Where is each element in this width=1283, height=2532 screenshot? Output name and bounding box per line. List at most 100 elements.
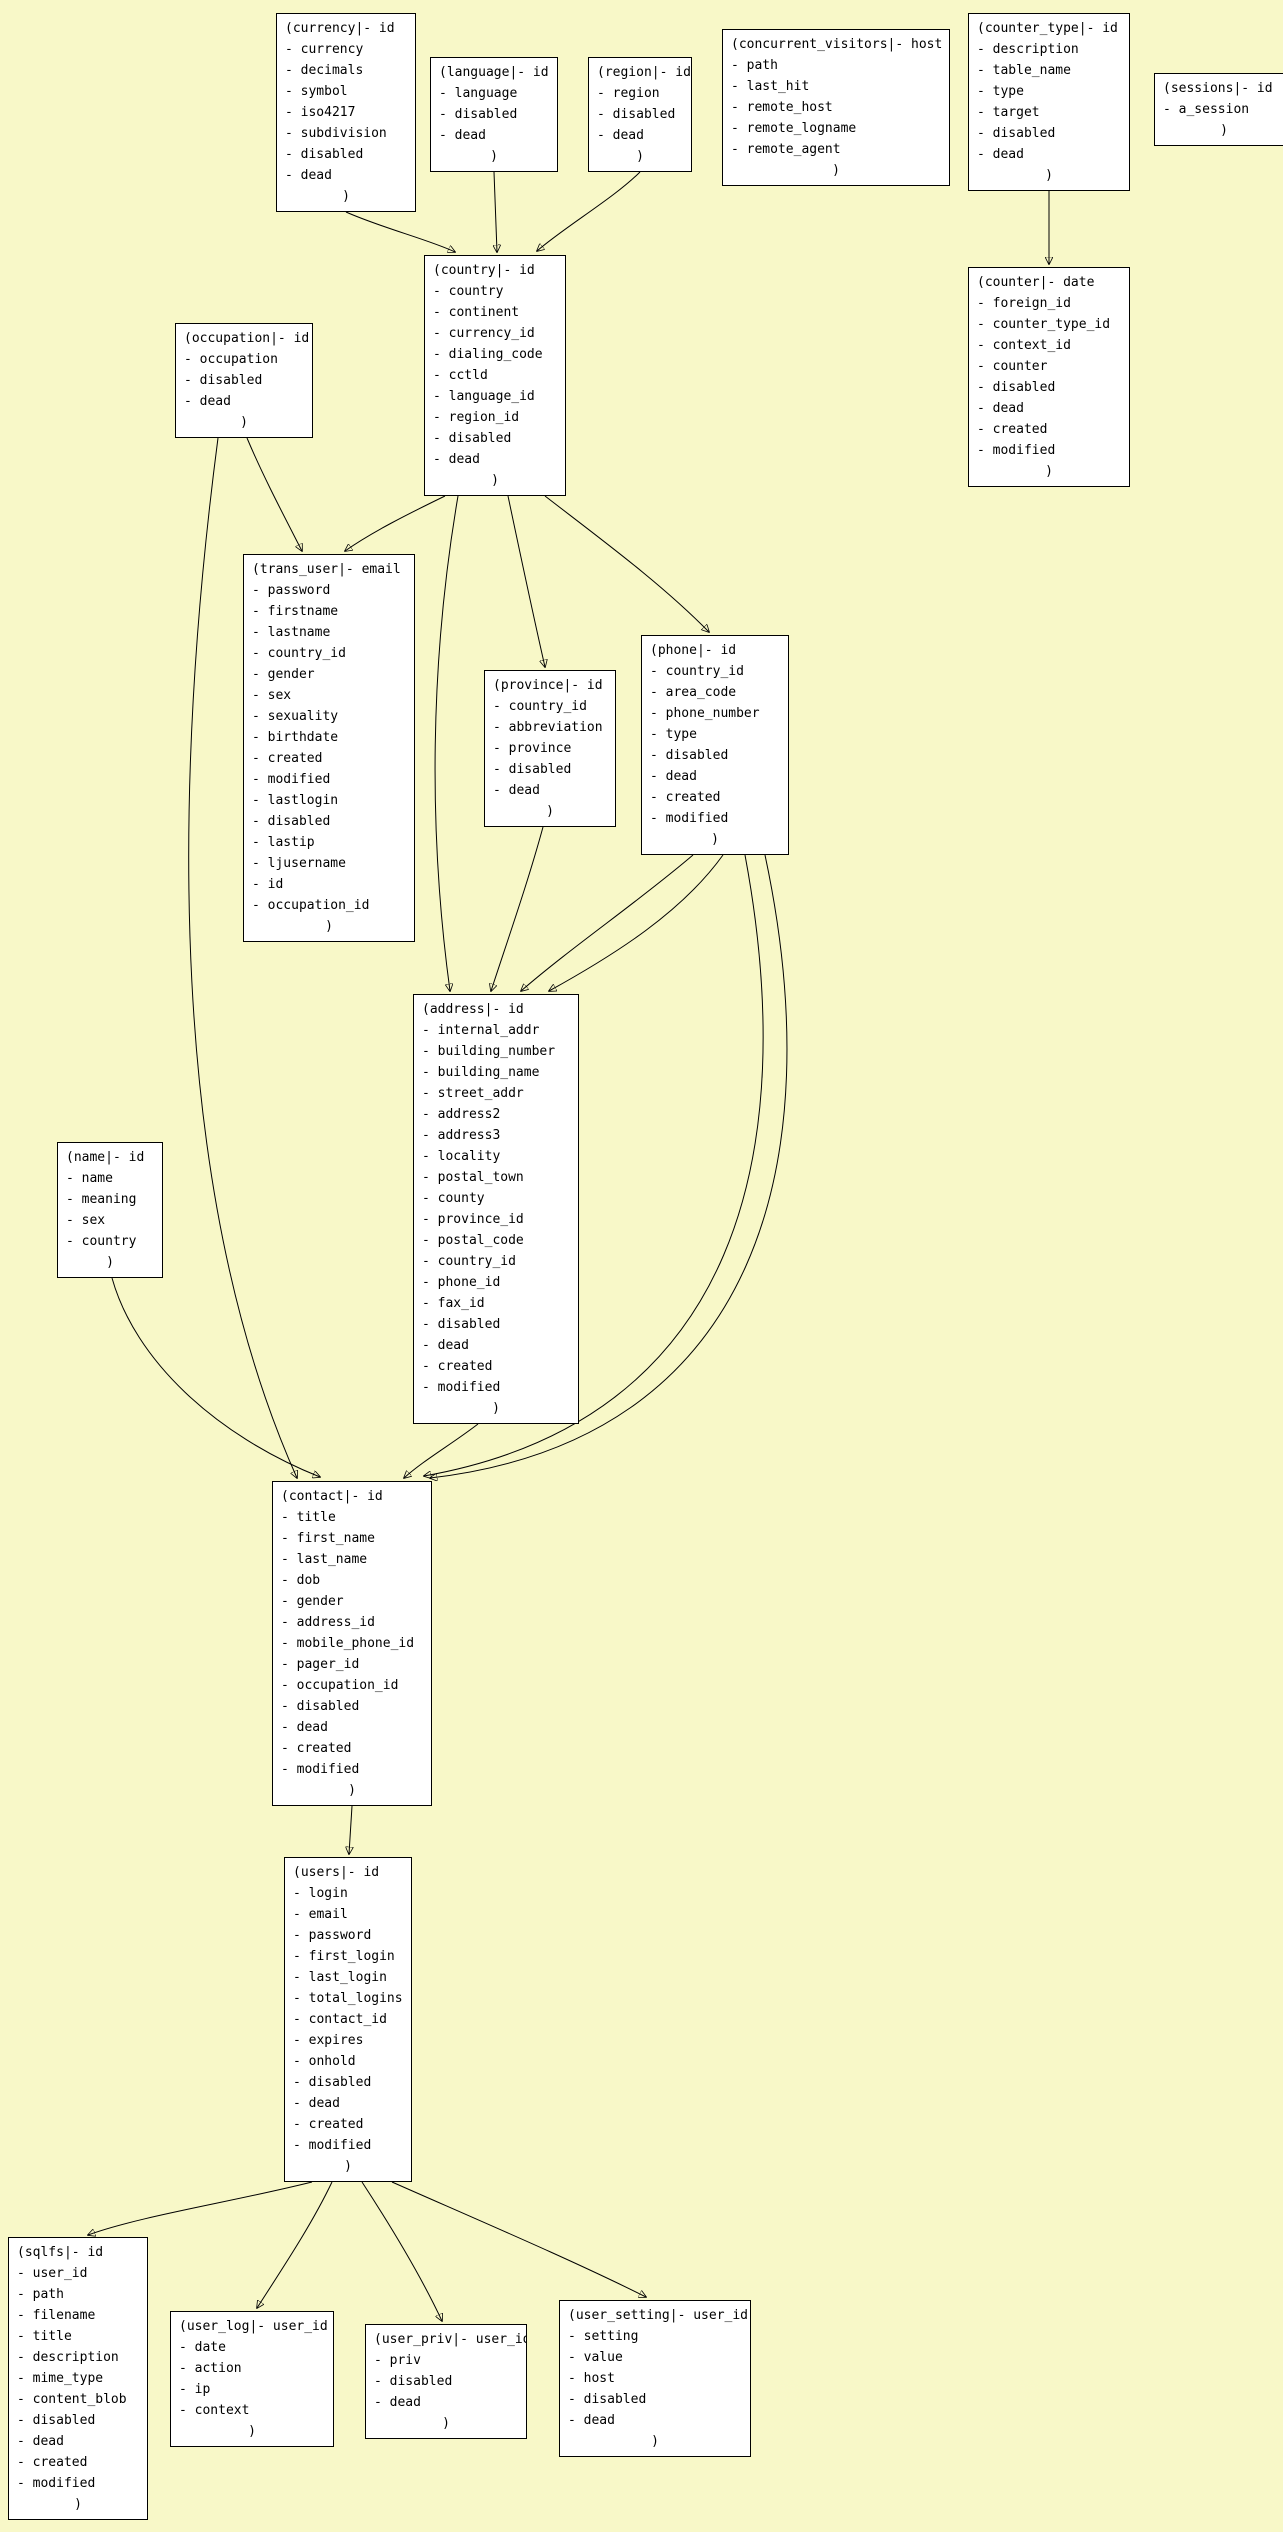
table-header: (counter|- date <box>977 275 1095 290</box>
table-user-priv: (user_priv|- user_id- priv- disabled- de… <box>365 2324 527 2439</box>
field-continent: - continent <box>433 305 520 320</box>
table-sessions: (sessions|- id- a_session) <box>1154 73 1283 146</box>
field-county: - county <box>422 1191 485 1206</box>
table-footer: ) <box>711 832 719 847</box>
edge-users-to-user_log <box>257 2181 333 2308</box>
field-birthdate: - birthdate <box>252 730 339 745</box>
table-footer: ) <box>636 149 644 164</box>
field-id: - id <box>252 877 284 892</box>
field-title: - title <box>17 2329 72 2344</box>
field-value: - value <box>568 2350 623 2365</box>
field-province_id: - province_id <box>422 1212 524 1227</box>
field-dead: - dead <box>281 1720 328 1735</box>
field-disabled: - disabled <box>977 126 1056 141</box>
field-lastip: - lastip <box>252 835 315 850</box>
field-phone_id: - phone_id <box>422 1275 501 1290</box>
field-language_id: - language_id <box>433 389 535 404</box>
field-dialing_code: - dialing_code <box>433 347 543 362</box>
table-name: (name|- id- name- meaning- sex- country) <box>57 1142 163 1278</box>
field-last_hit: - last_hit <box>731 79 810 94</box>
field-address3: - address3 <box>422 1128 501 1143</box>
field-remote_host: - remote_host <box>731 100 833 115</box>
table-footer: ) <box>546 804 554 819</box>
field-locality: - locality <box>422 1149 501 1164</box>
field-disabled: - disabled <box>184 373 263 388</box>
table-header: (phone|- id <box>650 643 737 658</box>
field-type: - type <box>977 84 1024 99</box>
field-dead: - dead <box>439 128 486 143</box>
field-last_login: - last_login <box>293 1970 387 1985</box>
field-context_id: - context_id <box>977 338 1071 353</box>
field-mobile_phone_id: - mobile_phone_id <box>281 1636 415 1651</box>
field-path: - path <box>17 2287 64 2302</box>
field-decimals: - decimals <box>285 63 364 78</box>
table-header: (users|- id <box>293 1865 380 1880</box>
table-user-setting: (user_setting|- user_id- setting- value-… <box>559 2300 751 2457</box>
table-footer: ) <box>248 2424 256 2439</box>
edge-contact-to-users <box>349 1805 352 1854</box>
field-modified: - modified <box>293 2138 372 2153</box>
table-footer: ) <box>1045 168 1053 183</box>
edge-country-to-province <box>507 495 545 667</box>
field-first_login: - first_login <box>293 1949 395 1964</box>
table-header: (address|- id <box>422 1002 524 1017</box>
edge-users-to-user_setting <box>391 2181 646 2297</box>
table-header: (country|- id <box>433 263 535 278</box>
field-type: - type <box>650 727 697 742</box>
field-country_id: - country_id <box>252 646 346 661</box>
field-contact_id: - contact_id <box>293 2012 387 2027</box>
field-building_number: - building_number <box>422 1044 556 1059</box>
table-footer: ) <box>492 1401 500 1416</box>
field-disabled: - disabled <box>17 2413 96 2428</box>
field-dead: - dead <box>650 769 697 784</box>
field-disabled: - disabled <box>374 2374 453 2389</box>
edge-country-to-address <box>434 495 459 991</box>
table-header: (name|- id <box>66 1150 145 1165</box>
table-header: (currency|- id <box>285 21 395 36</box>
field-occupation_id: - occupation_id <box>281 1678 399 1693</box>
field-dead: - dead <box>493 783 540 798</box>
field-modified: - modified <box>281 1762 360 1777</box>
field-user_id: - user_id <box>17 2266 88 2281</box>
field-phone_number: - phone_number <box>650 706 760 721</box>
field-dead: - dead <box>374 2395 421 2410</box>
field-created: - created <box>293 2117 364 2132</box>
table-counter: (counter|- date- foreign_id- counter_typ… <box>968 267 1130 487</box>
field-disabled: - disabled <box>281 1699 360 1714</box>
field-iso4217: - iso4217 <box>285 105 356 120</box>
field-dead: - dead <box>597 128 644 143</box>
table-header: (language|- id <box>439 65 549 80</box>
table-footer: ) <box>1045 464 1053 479</box>
table-language: (language|- id- language- disabled- dead… <box>430 57 558 172</box>
field-disabled: - disabled <box>977 380 1056 395</box>
field-email: - email <box>293 1907 348 1922</box>
edge-region-to-country <box>537 171 641 251</box>
table-occupation: (occupation|- id- occupation- disabled- … <box>175 323 313 438</box>
field-country_id: - country_id <box>422 1254 516 1269</box>
field-area_code: - area_code <box>650 685 737 700</box>
table-address: (address|- id- internal_addr- building_n… <box>413 994 579 1424</box>
field-a_session: - a_session <box>1163 102 1250 117</box>
field-country_id: - country_id <box>493 699 587 714</box>
table-sqlfs: (sqlfs|- id- user_id- path- filename- ti… <box>8 2237 148 2520</box>
field-gender: - gender <box>281 1594 344 1609</box>
field-firstname: - firstname <box>252 604 339 619</box>
field-first_name: - first_name <box>281 1531 375 1546</box>
field-name: - name <box>66 1171 113 1186</box>
field-counter: - counter <box>977 359 1048 374</box>
field-created: - created <box>977 422 1048 437</box>
table-footer: ) <box>240 415 248 430</box>
table-header: (sqlfs|- id <box>17 2245 104 2260</box>
field-region: - region <box>597 86 660 101</box>
field-target: - target <box>977 105 1040 120</box>
field-title: - title <box>281 1510 336 1525</box>
table-header: (user_priv|- user_id <box>374 2332 527 2347</box>
table-footer: ) <box>342 189 350 204</box>
field-content_blob: - content_blob <box>17 2392 127 2407</box>
field-country: - country <box>66 1234 137 1249</box>
edge-language-to-country <box>494 171 497 252</box>
table-footer: ) <box>490 149 498 164</box>
field-remote_agent: - remote_agent <box>731 142 841 157</box>
field-country_id: - country_id <box>650 664 744 679</box>
